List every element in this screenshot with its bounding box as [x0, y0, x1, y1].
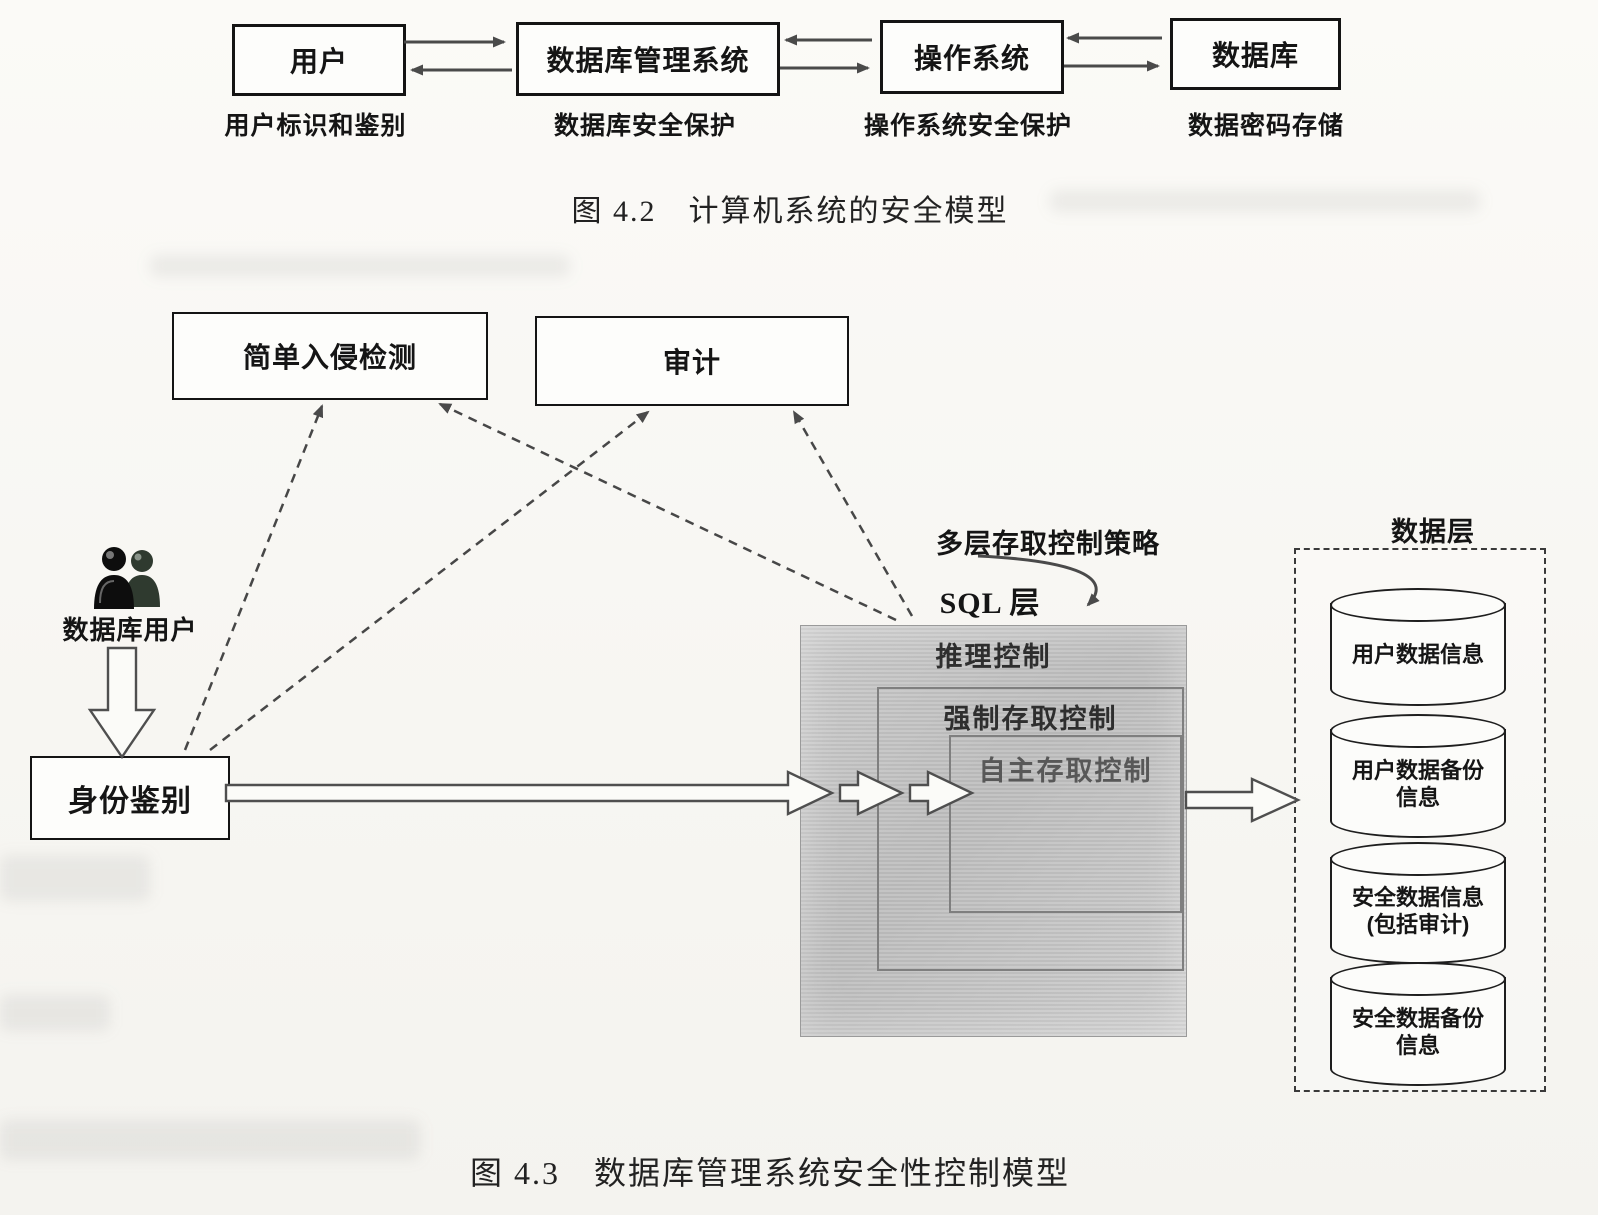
fig42-node-dbms: 数据库管理系统 [516, 22, 780, 96]
dashed-arrow-identity-to-intrusion [183, 404, 324, 751]
fig42-caption: 图 4.2 计算机系统的安全模型 [571, 195, 1009, 228]
sql-layer-box: 推理控制 强制存取控制 自主存取控制 [800, 625, 1187, 1037]
dashed-arrow-sql-to-audit [792, 410, 914, 617]
cylinder-top [1330, 588, 1506, 622]
cylinder-top [1330, 962, 1506, 996]
fig42-sublabel-db-protection: 数据库安全保护 [553, 112, 736, 140]
cylinder-top [1330, 714, 1506, 748]
hollow-arrow-identity-to-sql [224, 770, 835, 816]
hollow-arrow-users-to-identity [87, 646, 157, 760]
datastore-user-backup: 用户数据备份 信息 [1330, 714, 1506, 838]
fig43-caption: 图 4.3 数据库管理系统安全性控制模型 [469, 1155, 1070, 1191]
inference-control-label: 推理控制 [935, 642, 1052, 672]
fig43-intrusion-detection-box: 简单入侵检测 [172, 312, 488, 400]
discretionary-access-control-box: 自主存取控制 [949, 735, 1182, 913]
fig42-sublabel-os-protection: 操作系统安全保护 [863, 112, 1072, 140]
fig43-identity-auth-box: 身份鉴别 [30, 756, 230, 840]
hollow-arrow-sql-to-datalayer [1184, 777, 1301, 823]
cylinder-top [1330, 842, 1506, 876]
dashed-arrow-sql-to-intrusion [438, 402, 897, 622]
access-control-policy-label: 多层存取控制策略 [936, 529, 1160, 559]
mandatory-access-control-label: 强制存取控制 [943, 704, 1118, 734]
scan-smudge [0, 1120, 420, 1160]
fig42-sublabel-encrypted-storage: 数据密码存储 [1187, 112, 1344, 140]
scan-smudge [150, 255, 570, 277]
database-users-label: 数据库用户 [62, 615, 198, 645]
datastore-label: 用户数据信息 [1351, 642, 1484, 668]
scan-smudge [0, 995, 110, 1031]
datastore-security-data: 安全数据信息 (包括审计) [1330, 842, 1506, 964]
fig42-sublabel-user-auth: 用户标识和鉴别 [224, 112, 407, 140]
discretionary-access-control-label: 自主存取控制 [978, 756, 1153, 786]
dashed-arrow-identity-to-audit [209, 410, 650, 751]
scan-smudge [0, 855, 150, 901]
data-layer-label: 数据层 [1391, 517, 1475, 547]
fig42-node-os: 操作系统 [880, 20, 1064, 94]
fig43-audit-box: 审计 [535, 316, 849, 406]
datastore-label: 用户数据备份 信息 [1351, 757, 1484, 811]
mandatory-access-control-box: 强制存取控制 自主存取控制 [877, 687, 1184, 971]
datastore-label: 安全数据备份 信息 [1351, 1005, 1484, 1059]
datastore-security-backup: 安全数据备份 信息 [1330, 962, 1506, 1086]
fig42-node-database: 数据库 [1170, 18, 1341, 90]
database-users-icon [94, 547, 160, 609]
scan-smudge [1050, 190, 1480, 212]
sql-layer-label: SQL 层 [939, 587, 1041, 620]
datastore-user-data: 用户数据信息 [1330, 588, 1506, 706]
fig42-node-user: 用户 [232, 24, 406, 96]
datastore-label: 安全数据信息 (包括审计) [1351, 884, 1484, 938]
